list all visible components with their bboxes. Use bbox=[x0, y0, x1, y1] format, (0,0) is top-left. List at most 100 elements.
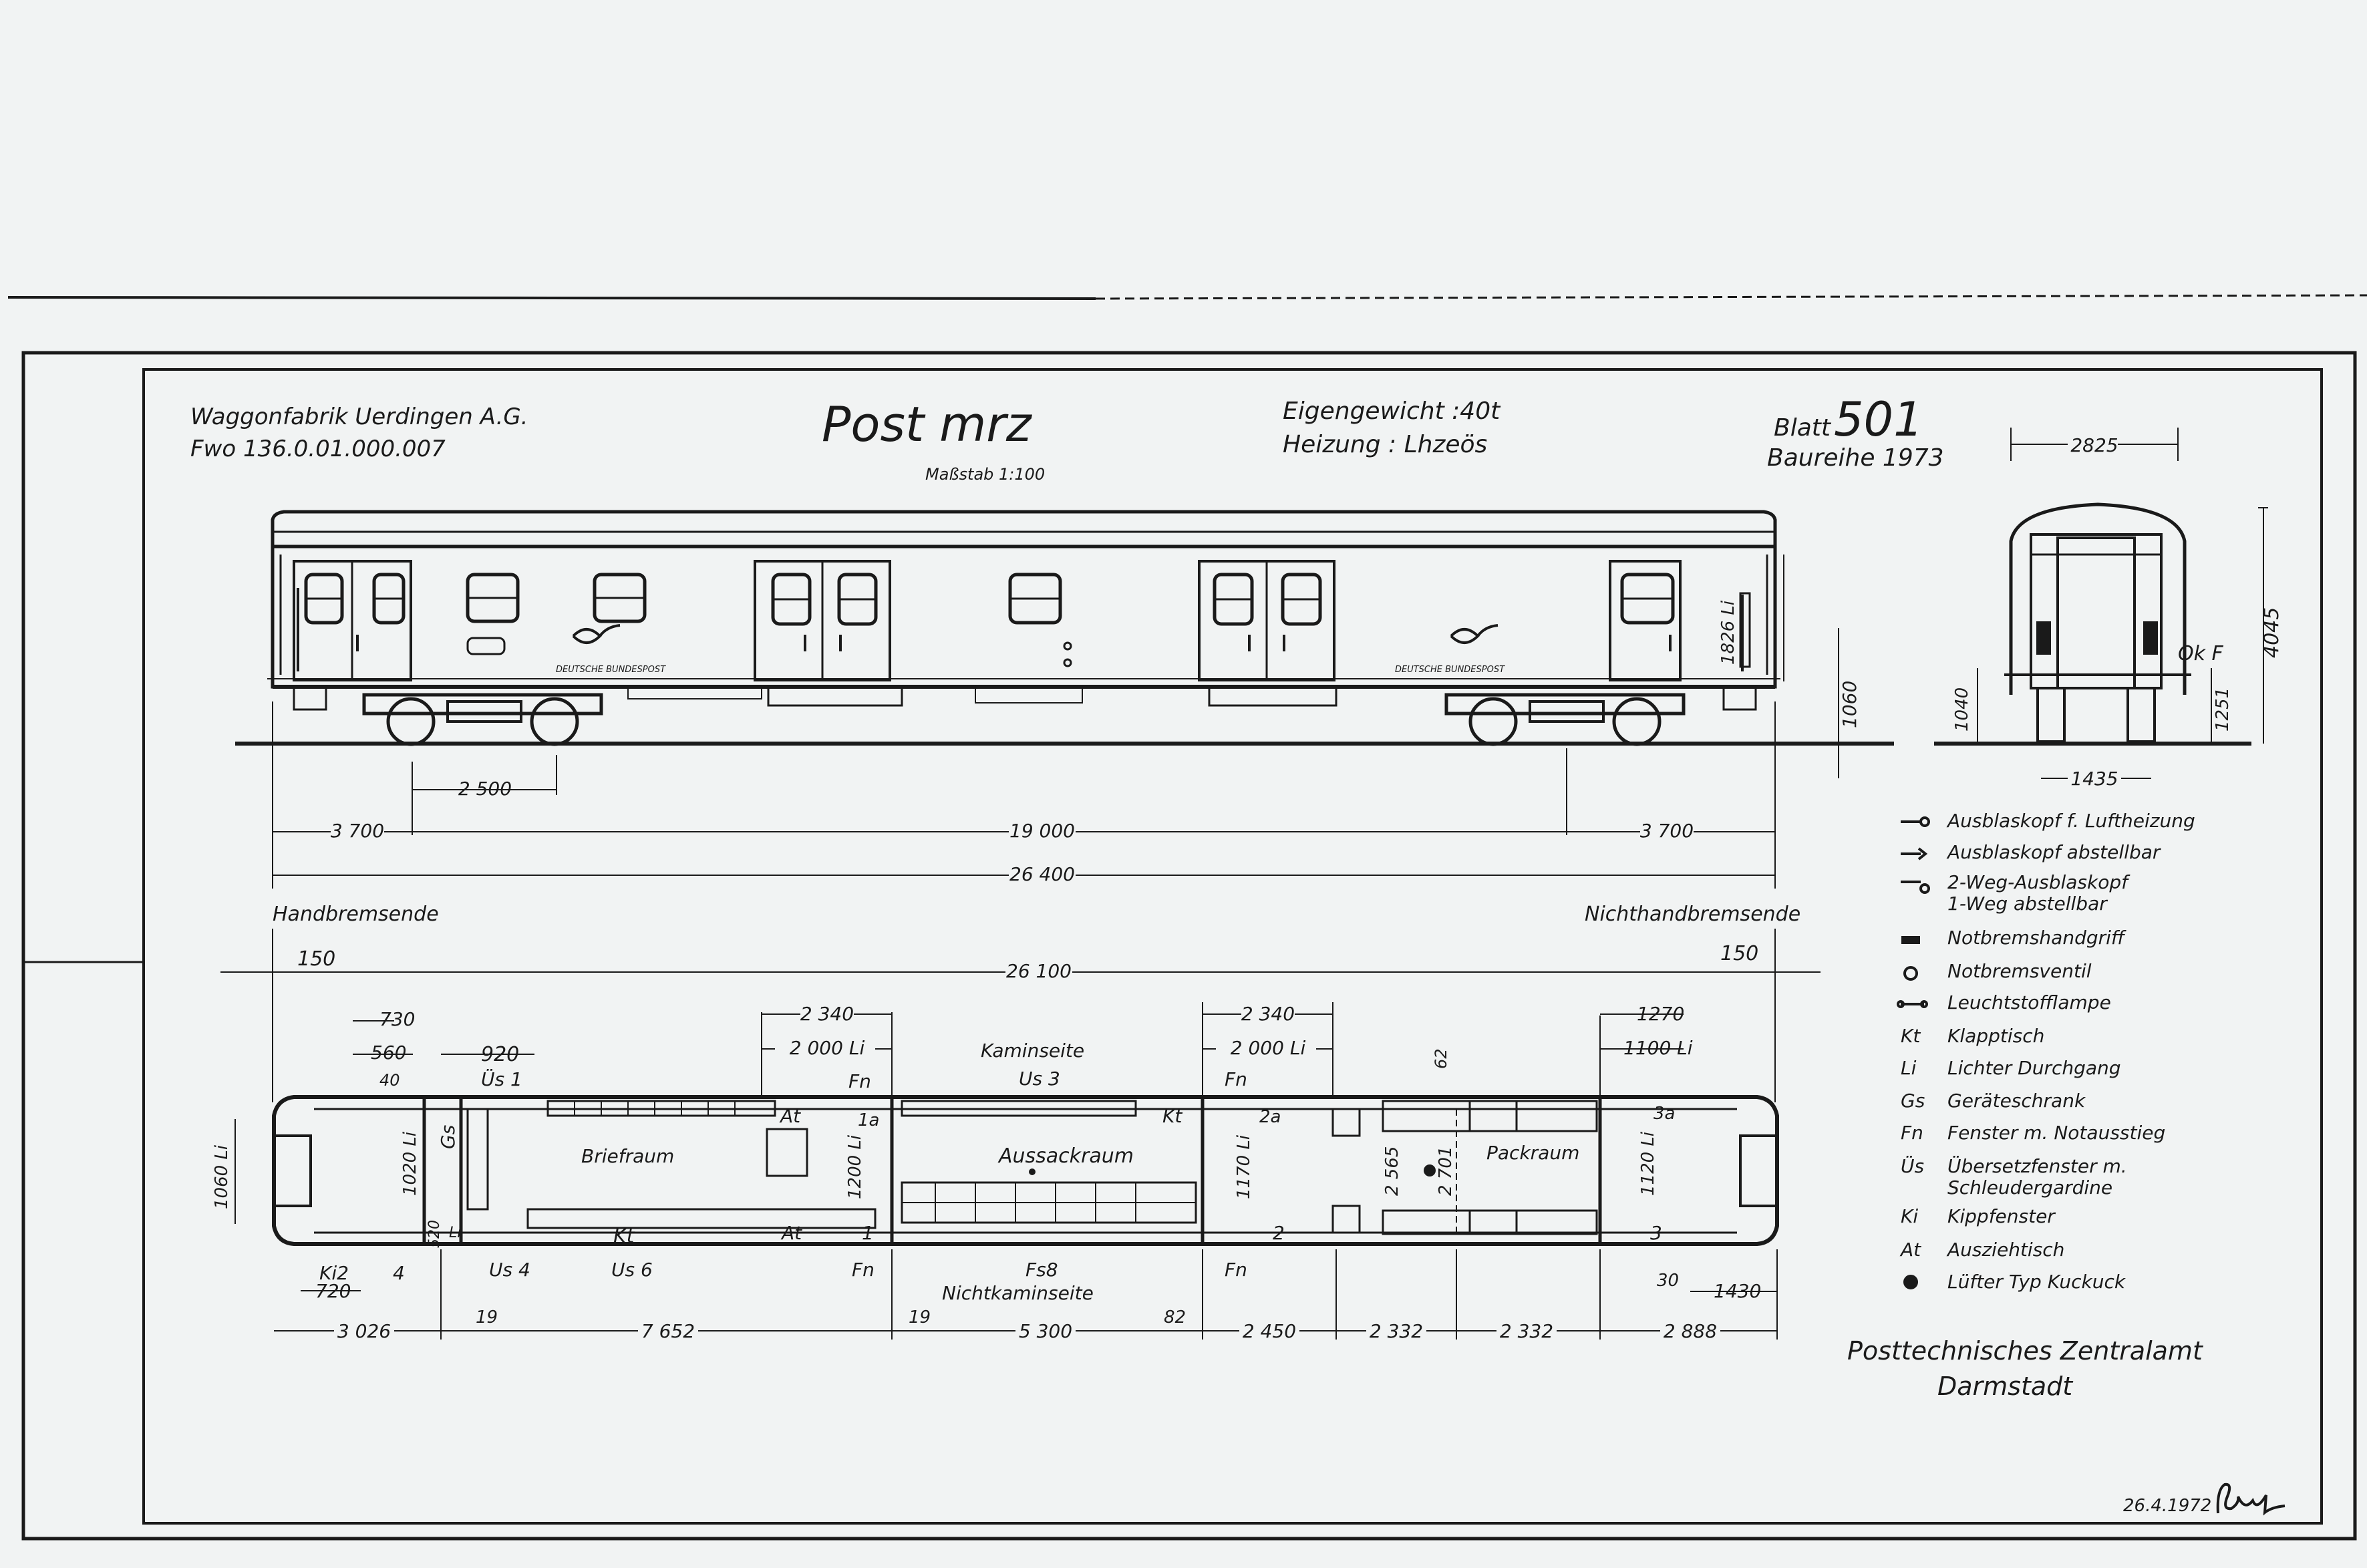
office-line2: Darmstadt bbox=[1937, 1372, 2074, 1401]
series-text: Baureihe 1973 bbox=[1767, 444, 1944, 472]
fn-c-label: Fn bbox=[852, 1259, 875, 1281]
post-emblem-right: DEUTSCHE BUNDESPOST bbox=[1395, 624, 1505, 675]
brake-end-label: Handbremsende bbox=[273, 903, 439, 926]
dim-1040: 1040 bbox=[1952, 687, 1972, 732]
room-2-label: 2 bbox=[1273, 1222, 1285, 1244]
room-1a-label: 1a bbox=[858, 1110, 879, 1130]
fn-b-label: Fn bbox=[1225, 1068, 1247, 1090]
outer-frame bbox=[21, 351, 2357, 1541]
dim-2332-a: 2 332 bbox=[1370, 1320, 1423, 1342]
room-3a-label: 3a bbox=[1653, 1104, 1675, 1124]
dim-62: 62 bbox=[1432, 1048, 1450, 1069]
room-3-label: 3 bbox=[1650, 1222, 1662, 1244]
legend-entry: Ausziehtisch bbox=[1946, 1239, 2064, 1261]
svg-text:DEUTSCHE BUNDESPOST: DEUTSCHE BUNDESPOST bbox=[556, 665, 666, 675]
drawing-title: Post mrz bbox=[822, 396, 1033, 452]
dim-2565: 2 565 bbox=[1382, 1146, 1402, 1196]
dim-3026: 3 026 bbox=[337, 1320, 391, 1342]
li-small-label: Li bbox=[449, 1225, 461, 1241]
dim-1200-li: 1200 Li bbox=[845, 1134, 865, 1199]
dim-1270: 1270 bbox=[1637, 1003, 1684, 1025]
plan-view: Handbremsende Nichthandbremsende 150 26 … bbox=[212, 903, 1821, 1342]
dim-2825: 2825 bbox=[2070, 434, 2118, 456]
at-1-label: At bbox=[779, 1105, 801, 1127]
dim-82: 82 bbox=[1164, 1307, 1186, 1327]
title-block: Waggonfabrik Uerdingen A.G. Fwo 136.0.01… bbox=[190, 392, 1944, 484]
legend-abbr: Gs bbox=[1901, 1090, 1925, 1112]
dim-720: 720 bbox=[315, 1280, 351, 1302]
heating-text: Heizung : Lhzeös bbox=[1283, 431, 1487, 458]
kt-2-label: Kt bbox=[613, 1225, 635, 1248]
dim-40: 40 bbox=[379, 1071, 400, 1090]
weight-text: Eigengewicht :40t bbox=[1283, 398, 1501, 425]
legend-abbr: Üs bbox=[1901, 1154, 1924, 1177]
dim-150-left: 150 bbox=[297, 947, 335, 971]
dim-2500: 2 500 bbox=[458, 778, 512, 800]
ki2-label: Ki2 bbox=[319, 1262, 349, 1284]
dim-3700-left: 3 700 bbox=[331, 820, 384, 842]
dim-26400: 26 400 bbox=[1009, 863, 1075, 885]
legend-abbr: Fn bbox=[1901, 1122, 1923, 1144]
at-2-label: At bbox=[780, 1222, 802, 1244]
legend-entry: Notbremshandgriff bbox=[1947, 927, 2126, 949]
gs-label: Gs bbox=[437, 1125, 459, 1149]
aussackraum-label: Aussackraum bbox=[997, 1144, 1134, 1168]
legend-entry: Klapptisch bbox=[1947, 1025, 2044, 1047]
dim-1251: 1251 bbox=[2213, 687, 2233, 732]
dim-2340-a: 2 340 bbox=[800, 1003, 854, 1025]
packraum-label: Packraum bbox=[1486, 1142, 1579, 1164]
legend-entry: Kippfenster bbox=[1947, 1205, 2056, 1227]
footer-block: Posttechnisches Zentralamt Darmstadt 26.… bbox=[1847, 1336, 2285, 1516]
end-view: 2825 4045 Ok F 1251 1040 1435 bbox=[1934, 428, 2283, 790]
room-2a-label: 2a bbox=[1259, 1107, 1281, 1127]
dim-2000-b: 2 000 Li bbox=[1231, 1037, 1306, 1059]
dim-520: 520 bbox=[426, 1220, 443, 1248]
dim-26100: 26 100 bbox=[1006, 960, 1072, 982]
post-emblem-left: DEUTSCHE BUNDESPOST bbox=[556, 624, 666, 675]
dim-2701: 2 701 bbox=[1436, 1146, 1456, 1196]
dim-1430: 1430 bbox=[1714, 1280, 1761, 1302]
legend-entry: Notbremsventil bbox=[1947, 960, 2092, 982]
dim-1100: 1100 Li bbox=[1623, 1037, 1693, 1059]
dim-1060-li: 1060 Li bbox=[212, 1144, 232, 1209]
dim-730: 730 bbox=[379, 1008, 415, 1030]
dim-1060: 1060 bbox=[1839, 681, 1861, 728]
room-1-label: 1 bbox=[862, 1222, 874, 1244]
ok-f-label: Ok F bbox=[2178, 642, 2224, 665]
dim-19000: 19 000 bbox=[1009, 820, 1075, 842]
room-4-label: 4 bbox=[393, 1262, 405, 1284]
dim-5300: 5 300 bbox=[1019, 1320, 1072, 1342]
dim-150-right: 150 bbox=[1720, 942, 1758, 965]
legend-entry: Lichter Durchgang bbox=[1947, 1057, 2121, 1079]
dim-560: 560 bbox=[371, 1042, 406, 1064]
dim-1826: 1826 Li bbox=[1718, 600, 1738, 665]
dim-2888: 2 888 bbox=[1664, 1320, 1717, 1342]
dim-7652: 7 652 bbox=[641, 1320, 695, 1342]
office-line1: Posttechnisches Zentralamt bbox=[1847, 1336, 2204, 1366]
dim-4045: 4045 bbox=[2260, 607, 2283, 658]
us4-label: Us 4 bbox=[489, 1259, 530, 1281]
kt-1-label: Kt bbox=[1162, 1105, 1182, 1127]
legend-abbr: Li bbox=[1901, 1057, 1917, 1079]
us6-label: Us 6 bbox=[611, 1259, 653, 1281]
sheet-number: 501 bbox=[1834, 392, 1923, 447]
dim-1435: 1435 bbox=[2070, 768, 2118, 790]
manufacturer-text: Waggonfabrik Uerdingen A.G. bbox=[190, 404, 528, 430]
legend-symbols bbox=[1897, 816, 1930, 1289]
briefraum-label: Briefraum bbox=[581, 1145, 674, 1167]
drawing-number-text: Fwo 136.0.01.000.007 bbox=[190, 436, 446, 462]
legend-entry: Leuchtstofflampe bbox=[1947, 991, 2111, 1013]
legend-entry: Ausblaskopf abstellbar bbox=[1946, 841, 2161, 863]
sheet-edge-line-left bbox=[7, 296, 1096, 300]
end-profile bbox=[2009, 502, 2187, 695]
fn-d-label: Fn bbox=[1225, 1259, 1247, 1281]
side-roof bbox=[271, 510, 1777, 546]
scale-text: Maßstab 1:100 bbox=[925, 465, 1045, 484]
us1-label: Üs 1 bbox=[481, 1068, 522, 1090]
dim-2450: 2 450 bbox=[1243, 1320, 1296, 1342]
side-view: DEUTSCHE BUNDESPOST DEUTSCHE BUNDESPOST bbox=[235, 510, 1894, 889]
nichtkaminseite-label: Nichtkaminseite bbox=[942, 1282, 1094, 1304]
